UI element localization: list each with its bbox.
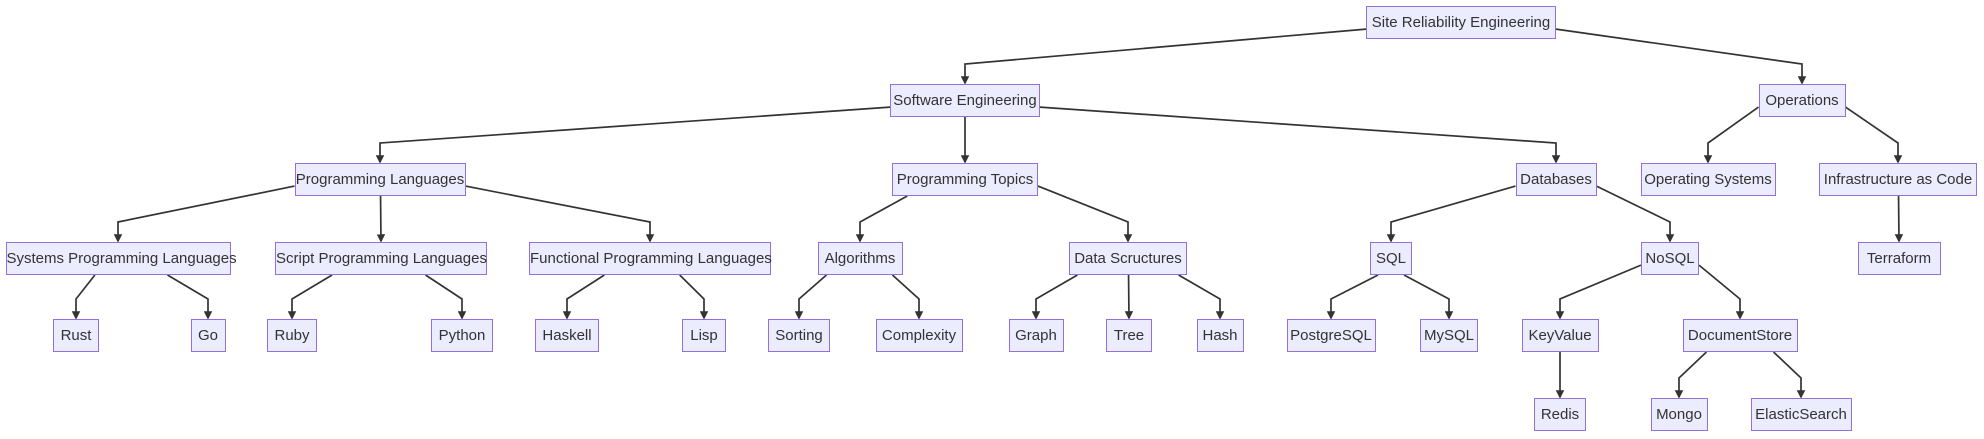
edge-data-scructures-to-graph: [1031, 274, 1078, 320]
node-hash: Hash: [1196, 319, 1244, 352]
edge-algorithms-to-complexity: [891, 274, 924, 320]
node-programming-languages: Programming Languages: [294, 163, 466, 196]
node-mongo: Mongo: [1650, 398, 1708, 431]
node-terraform: Terraform: [1857, 242, 1941, 275]
edge-sql-to-postgresql: [1326, 274, 1379, 320]
node-algorithms: Algorithms: [817, 242, 903, 275]
node-operations: Operations: [1758, 84, 1846, 117]
node-haskell: Haskell: [535, 319, 599, 352]
edge-nosql-to-keyvalue: [1555, 264, 1642, 320]
edge-operations-to-operating-systems: [1703, 106, 1759, 164]
edge-programming-languages-to-functional-programming-languages: [465, 185, 655, 243]
node-databases: Databases: [1515, 163, 1597, 196]
edge-data-scructures-to-hash: [1178, 274, 1225, 320]
edge-documentstore-to-mongo: [1674, 351, 1708, 399]
edge-site-reliability-engineering-to-software-engineering: [960, 28, 1367, 85]
node-keyvalue: KeyValue: [1521, 319, 1599, 352]
node-complexity: Complexity: [875, 319, 963, 352]
node-functional-programming-languages: Functional Programming Languages: [529, 242, 772, 275]
node-mysql: MySQL: [1420, 319, 1478, 352]
node-sorting: Sorting: [768, 319, 830, 352]
node-operating-systems: Operating Systems: [1640, 163, 1776, 196]
node-software-engineering: Software Engineering: [890, 84, 1040, 117]
edge-databases-to-sql: [1386, 185, 1516, 243]
edge-script-programming-languages-to-python: [425, 274, 467, 320]
node-postgresql: PostgreSQL: [1286, 319, 1376, 352]
node-lisp: Lisp: [682, 319, 726, 352]
node-script-programming-languages: Script Programming Languages: [275, 242, 487, 275]
node-sql: SQL: [1370, 242, 1412, 275]
edge-operations-to-infrastructure-as-code: [1845, 106, 1903, 164]
edge-sql-to-mysql: [1403, 274, 1454, 320]
node-nosql: NoSQL: [1641, 242, 1699, 275]
node-site-reliability-engineering: Site Reliability Engineering: [1366, 6, 1556, 39]
edge-systems-programming-languages-to-go: [167, 274, 213, 320]
node-redis: Redis: [1534, 398, 1586, 431]
edge-nosql-to-documentstore: [1698, 264, 1745, 320]
edge-programming-languages-to-systems-programming-languages: [113, 185, 295, 243]
edge-programming-topics-to-data-scructures: [1037, 185, 1133, 243]
edge-systems-programming-languages-to-rust: [71, 274, 96, 320]
node-systems-programming-languages: Systems Programming Languages: [5, 242, 237, 275]
node-rust: Rust: [53, 319, 99, 352]
node-programming-topics: Programming Topics: [892, 163, 1038, 196]
node-elasticsearch: ElasticSearch: [1750, 398, 1852, 431]
edge-software-engineering-to-databases: [1039, 106, 1561, 164]
node-data-scructures: Data Scructures: [1069, 242, 1187, 275]
edge-databases-to-nosql: [1596, 185, 1675, 243]
node-documentstore: DocumentStore: [1682, 319, 1798, 352]
node-graph: Graph: [1008, 319, 1064, 352]
node-tree: Tree: [1106, 319, 1152, 352]
edge-documentstore-to-elasticsearch: [1772, 351, 1806, 399]
edge-programming-topics-to-algorithms: [855, 195, 908, 243]
node-python: Python: [431, 319, 493, 352]
edge-software-engineering-to-programming-languages: [375, 106, 891, 164]
edge-functional-programming-languages-to-lisp: [679, 274, 709, 320]
node-ruby: Ruby: [267, 319, 317, 352]
node-infrastructure-as-code: Infrastructure as Code: [1819, 163, 1977, 196]
node-go: Go: [190, 319, 226, 352]
edge-group: [71, 28, 1904, 399]
edge-functional-programming-languages-to-haskell: [562, 274, 605, 320]
edge-algorithms-to-sorting: [794, 274, 828, 320]
edge-script-programming-languages-to-ruby: [287, 274, 333, 320]
edge-site-reliability-engineering-to-operations: [1555, 28, 1807, 85]
